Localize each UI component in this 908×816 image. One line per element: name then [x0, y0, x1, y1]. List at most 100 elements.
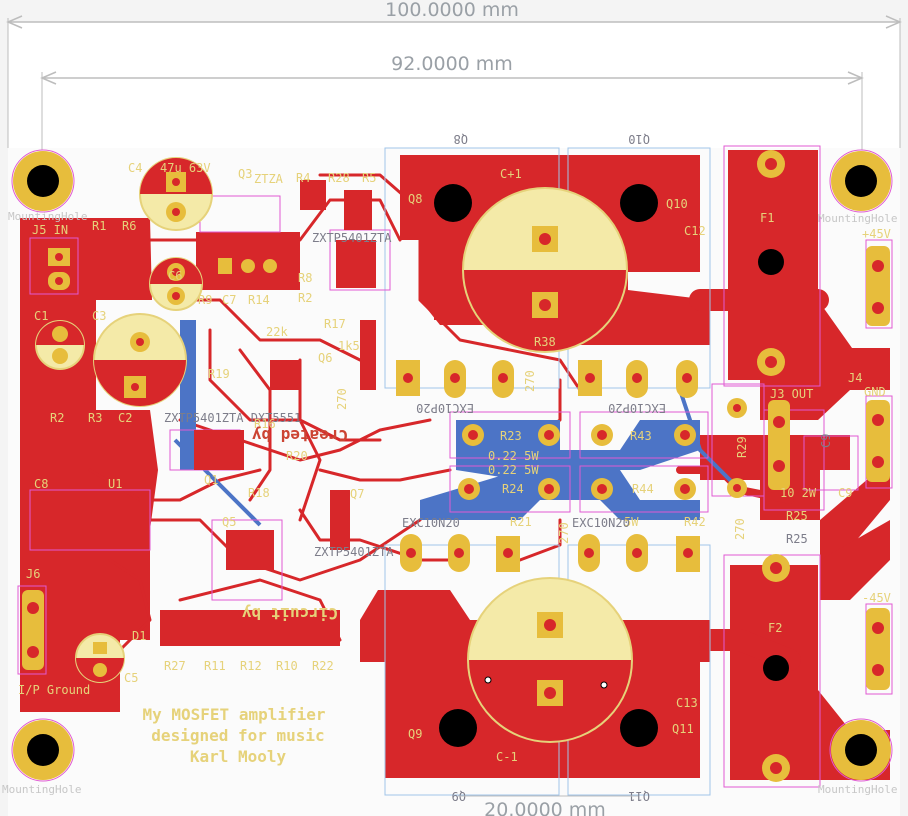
silk-label-circuit-by: Circuit by: [241, 604, 338, 623]
silk-label-v-5w-2: 5W: [624, 515, 639, 529]
silk-label-r12: R12: [240, 659, 262, 673]
silk-label-j4: J4: [848, 371, 862, 385]
dimension-bottom-label: 20.0000 mm: [484, 799, 606, 816]
transistor-q10-pads[interactable]: [578, 360, 698, 398]
q10-mount-hole: [620, 184, 658, 222]
capacitor-c1[interactable]: [35, 320, 85, 370]
transistor-q11-pads[interactable]: [578, 534, 700, 572]
capacitor-c-minus1[interactable]: [467, 577, 633, 743]
silk-label-minus45: -45V: [862, 591, 891, 605]
connector-gnd[interactable]: [866, 400, 890, 482]
silk-label-ip-ground: I/P Ground: [18, 683, 90, 697]
silk-label-r14: R14: [248, 293, 270, 307]
silk-label-title-line3: Karl Mooly: [190, 747, 287, 766]
silk-label-val-022-5w-b: 0.22 5W: [488, 463, 539, 477]
silk-label-c-minus1: C-1: [496, 750, 518, 764]
silk-label-plus45: +45V: [862, 227, 891, 241]
silk-label-exc10p20-b: EXC10P20: [608, 401, 666, 415]
silk-label-c-plus1: C+1: [500, 167, 522, 181]
silk-label-title-line2: designed for music: [151, 726, 324, 745]
mounting-hole-tr[interactable]: [829, 149, 893, 213]
silk-label-r1: R1: [92, 219, 106, 233]
connector-j5-in[interactable]: [48, 248, 70, 290]
silk-label-c7: C7: [222, 293, 236, 307]
silk-label-val-10-2w: 10 2W: [780, 486, 817, 500]
silk-label-r2: R2: [298, 291, 312, 305]
silk-label-f1: F1: [760, 211, 774, 225]
silk-label-r29: R29: [735, 436, 749, 458]
mounting-hole-br[interactable]: [829, 718, 893, 782]
capacitor-c6[interactable]: [149, 257, 203, 311]
silk-label-j5: J5 IN: [32, 223, 68, 237]
mounting-hole-bl[interactable]: [11, 718, 75, 782]
silk-label-r6: R6: [122, 219, 136, 233]
connector-j6[interactable]: [22, 590, 44, 670]
silk-label-r25: R25: [786, 509, 808, 523]
copper-pour-gnd-link: [820, 460, 890, 560]
capacitor-c3[interactable]: [93, 313, 187, 407]
silk-label-q8: Q8: [408, 192, 422, 206]
silk-label-c4: C4: [128, 161, 142, 175]
silk-label-v-270-b: 270: [335, 388, 349, 410]
silk-label-c3: C3: [92, 309, 106, 323]
silk-label-r2: R2: [50, 411, 64, 425]
silk-label-mh-tl: MountingHole: [8, 210, 87, 223]
silk-label-r3: R3: [88, 411, 102, 425]
resistor-pads-r24-r44[interactable]: [458, 478, 696, 500]
silk-label-r23: R23: [500, 429, 522, 443]
smd-footprints: [100, 180, 376, 646]
capacitor-c5[interactable]: [75, 633, 125, 683]
silk-label-val-022-5w-a: 0.22 5W: [488, 449, 539, 463]
silk-label-c5: C5: [124, 671, 138, 685]
silk-label-r8: R8: [298, 271, 312, 285]
silk-label-q10: Q10: [666, 197, 688, 211]
resistor-pads-r29[interactable]: [727, 398, 747, 498]
silk-label-exc10p20-a: EXC10P20: [416, 401, 474, 415]
transistor-q8-pads[interactable]: [396, 360, 514, 398]
silk-label-r10: R10: [276, 659, 298, 673]
silk-label-r11: R11: [204, 659, 226, 673]
silk-label-zxt-b: ZXTP5401ZTA: [314, 545, 394, 559]
silk-label-r27: R27: [164, 659, 186, 673]
silk-label-r21: R21: [510, 515, 532, 529]
dimension-top-label: 100.0000 mm: [385, 0, 519, 21]
silk-label-r44: R44: [632, 482, 654, 496]
fuse-f2[interactable]: [762, 554, 790, 782]
silk-label-title-line1: My MOSFET amplifier: [142, 705, 325, 724]
silk-label-r22: R22: [312, 659, 334, 673]
silk-label-c13: C13: [676, 696, 698, 710]
transistor-q9-pads[interactable]: [400, 534, 520, 572]
silk-label-r20: R20: [286, 449, 308, 463]
connector-plus45[interactable]: [866, 246, 890, 326]
connector-minus45[interactable]: [866, 608, 890, 690]
silk-label-q8-fab: Q8: [454, 132, 468, 146]
transistor-to92-pads[interactable]: [218, 258, 277, 274]
mounting-hole-tl[interactable]: [11, 149, 75, 213]
silk-label-mh-tr: MountingHole: [818, 212, 897, 225]
silk-labels: MountingHole MountingHole MountingHole M…: [2, 132, 897, 803]
trace-vminus-bus: [699, 629, 801, 671]
silk-label-r17: R17: [324, 317, 346, 331]
silk-label-c4-val: 47u 63V: [160, 161, 211, 175]
silk-label-gnd: GND: [864, 385, 886, 399]
silk-label-r28: R28: [328, 171, 350, 185]
silk-label-ztza: ZTZA: [254, 172, 284, 186]
silk-label-u1: U1: [108, 477, 122, 491]
resistor-pads-r23-r43[interactable]: [462, 424, 696, 446]
silk-label-q3: Q3: [238, 167, 252, 181]
silk-label-mh-bl: MountingHole: [2, 783, 81, 796]
silk-label-v-22k: 22k: [266, 325, 288, 339]
capacitor-c-plus1[interactable]: [462, 187, 628, 353]
capacitor-c4[interactable]: [139, 157, 213, 231]
silk-label-r24: R24: [502, 482, 524, 496]
fuse-f1[interactable]: [757, 150, 785, 376]
silk-label-j6: J6: [26, 567, 40, 581]
silk-label-r4: R4: [296, 171, 310, 185]
silk-label-v-270-d: 270: [733, 518, 747, 540]
silk-label-c12: C12: [684, 224, 706, 238]
silk-label-q5: Q5: [222, 515, 236, 529]
silk-label-q11-fab: Q11: [628, 789, 650, 803]
connector-j3-out[interactable]: [768, 400, 790, 490]
silk-label-c8: C8: [34, 477, 48, 491]
